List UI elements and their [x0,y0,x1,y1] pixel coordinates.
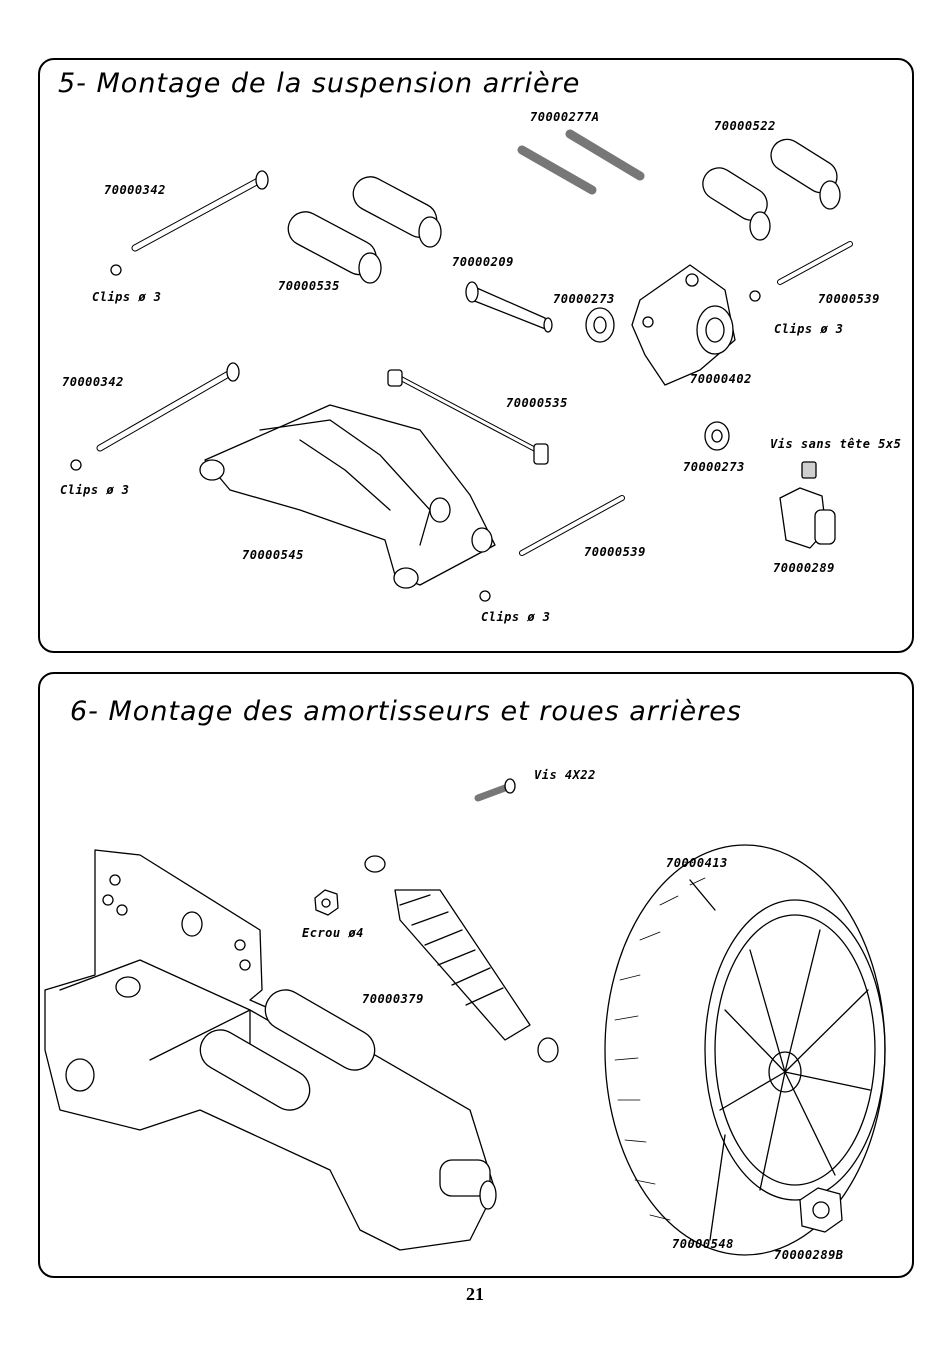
label-70000535-top: 70000535 [278,279,340,293]
label-ecrou: Ecrou ø4 [302,926,364,940]
label-clips-d: Clips ø 3 [481,610,551,624]
hub-carrier-drawing [631,264,736,386]
label-70000273-top: 70000273 [553,292,615,306]
shock-absorber-drawing [364,855,559,1063]
label-70000402: 70000402 [690,372,752,386]
label-vis-4x22: Vis 4X22 [534,768,596,782]
label-70000342-mid: 70000342 [62,375,124,389]
label-clips-b: Clips ø 3 [774,322,844,336]
label-70000289B: 70000289B [774,1248,844,1262]
sleeve-drawing [702,138,841,241]
bearing-drawing-top [585,307,615,343]
wheel-drawing [604,844,886,1256]
pin-drawing-top [131,170,269,252]
label-70000277A: 70000277A [530,110,600,124]
label-70000289: 70000289 [773,561,835,575]
label-70000539-right: 70000539 [818,292,880,306]
hub-nut-drawing [779,487,836,549]
label-clips-c: Clips ø 3 [60,483,130,497]
section-5-title: 5- Montage de la suspension arrière [58,68,581,99]
label-70000522: 70000522 [714,119,776,133]
driveshaft-drawing [387,369,549,465]
threaded-rod-drawing [517,129,645,195]
page-number: 21 [466,1284,484,1304]
drive-cup-drawing [465,281,553,333]
chassis-assembly-drawing [44,849,497,1251]
label-70000342-top: 70000342 [104,183,166,197]
section-6-title: 6- Montage des amortisseurs et roues arr… [70,696,742,727]
screw-drawing [474,778,516,802]
label-70000535-mid: 70000535 [506,396,568,410]
pin-drawing-mid [96,362,240,452]
label-70000548: 70000548 [672,1237,734,1251]
label-70000539-mid: 70000539 [584,545,646,559]
label-70000413: 70000413 [666,856,728,870]
label-70000545: 70000545 [242,548,304,562]
h-link-drawing [287,176,442,284]
label-vis-sans-tete: Vis sans tête 5x5 [770,437,902,451]
label-70000209: 70000209 [452,255,514,269]
label-clips-a: Clips ø 3 [92,290,162,304]
label-70000273-mid: 70000273 [683,460,745,474]
label-70000379: 70000379 [362,992,424,1006]
suspension-arm-drawing [199,404,496,589]
